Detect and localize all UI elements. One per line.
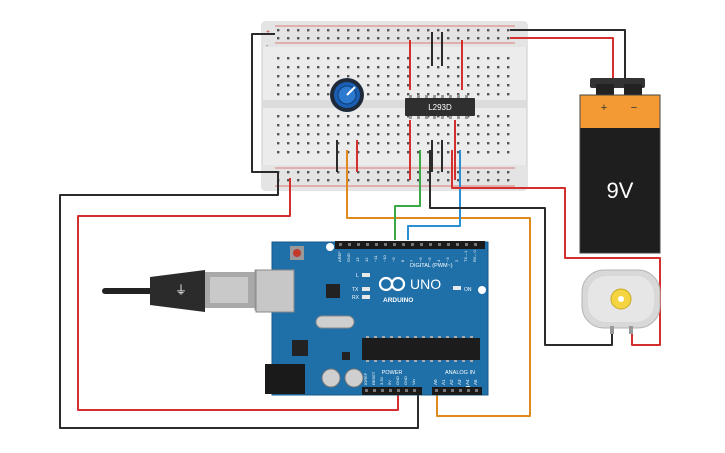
analog-pin-label: A0 [433, 379, 438, 385]
digital-pin-label: ~9 [391, 257, 396, 262]
battery-plus: + [601, 102, 607, 114]
digital-pin-label: 2 [454, 259, 459, 262]
logo-brand-text: ARDUINO [383, 297, 413, 304]
power-pin-label: 5V [387, 380, 392, 385]
digital-pin-label: 12 [364, 257, 369, 262]
logo-uno-text: UNO [410, 276, 441, 292]
analog-pin-label: A2 [449, 379, 454, 385]
analog-pin-label: A4 [465, 379, 470, 385]
digital-pin-label: ~3 [445, 257, 450, 262]
analog-header[interactable] [432, 387, 482, 395]
digital-header-label: DIGITAL (PWM~) [410, 263, 453, 269]
atmega-chip [362, 338, 480, 360]
ic-pins [409, 95, 468, 119]
usb-icon: ⏚ [175, 283, 187, 297]
wire-green-pin [394, 150, 421, 240]
digital-pin-label: 13 [355, 257, 360, 262]
tx-label: TX [352, 287, 359, 293]
wire-black-battery [510, 29, 626, 82]
digital-pin-label: 7 [409, 259, 414, 262]
analog-pin-label: A3 [457, 379, 462, 385]
digital-pin-label: ~5 [427, 257, 432, 262]
rail-plus-label: + [266, 29, 270, 36]
power-pin-label: GND [395, 376, 400, 385]
digital-header[interactable] [335, 241, 485, 249]
battery-minus: − [631, 102, 637, 114]
power-pin-label: 3.3V [379, 376, 384, 385]
breadboard-holes [277, 29, 510, 182]
power-pin-label: GND [403, 376, 408, 385]
on-led-label: ON [464, 287, 472, 293]
potentiometer[interactable] [330, 78, 364, 112]
arduino-uno[interactable]: AREF GND 13 12 ~11 ~10 ~9 8 7 ~6 ~5 4 ~3 2 TX→1 RX←0 DI… [255, 241, 489, 396]
rail-minus-label: - [266, 43, 269, 50]
power-pin-label: RESET [371, 371, 376, 385]
power-label: POWER [382, 370, 403, 376]
bottom-pins [365, 389, 478, 392]
power-pin-label: Vin [411, 379, 416, 385]
driver-ic-label: L293D [428, 103, 452, 112]
wire-black-motor [429, 150, 613, 346]
digital-pins [339, 243, 477, 246]
wire-red-motor [451, 150, 661, 346]
wire-orange-pot [346, 150, 531, 417]
battery-label: 9V [607, 178, 634, 203]
digital-pin-label: TX→1 [463, 250, 468, 262]
wire-black-gnd [59, 33, 419, 429]
driver-ic[interactable]: L293D [405, 95, 475, 119]
battery[interactable]: + − 9V [579, 78, 661, 254]
digital-pin-label: ~6 [418, 257, 423, 262]
usb-cable: ⏚ [102, 269, 276, 312]
digital-pin-label: RX←0 [472, 249, 477, 262]
wire-red-5v [77, 178, 399, 411]
power-pin-label: IOREF [363, 372, 368, 385]
l-led-label: L [356, 273, 359, 279]
digital-pin-label: ~11 [373, 255, 378, 262]
breadboard[interactable]: + - [261, 21, 528, 191]
analog-label: ANALOG IN [445, 370, 475, 376]
digital-pin-label: 8 [400, 259, 405, 262]
chip-pins [366, 336, 473, 362]
digital-pin-label: AREF [337, 251, 342, 262]
digital-pin-label: 4 [436, 259, 441, 262]
analog-pin-label: A1 [441, 379, 446, 385]
wires [59, 29, 661, 429]
arduino-logo: UNO ARDUINO [378, 276, 441, 304]
digital-pin-label: GND [346, 253, 351, 262]
analog-pin-label: A5 [473, 379, 478, 385]
digital-pin-label: ~10 [382, 254, 387, 262]
wire-red-battery [510, 37, 614, 82]
dc-motor[interactable] [581, 269, 661, 334]
rx-label: RX [352, 295, 360, 301]
digital-pin-labels: AREF GND 13 12 ~11 ~10 ~9 8 7 ~6 ~5 4 ~3 2 TX→1 RX←0 [337, 249, 477, 262]
